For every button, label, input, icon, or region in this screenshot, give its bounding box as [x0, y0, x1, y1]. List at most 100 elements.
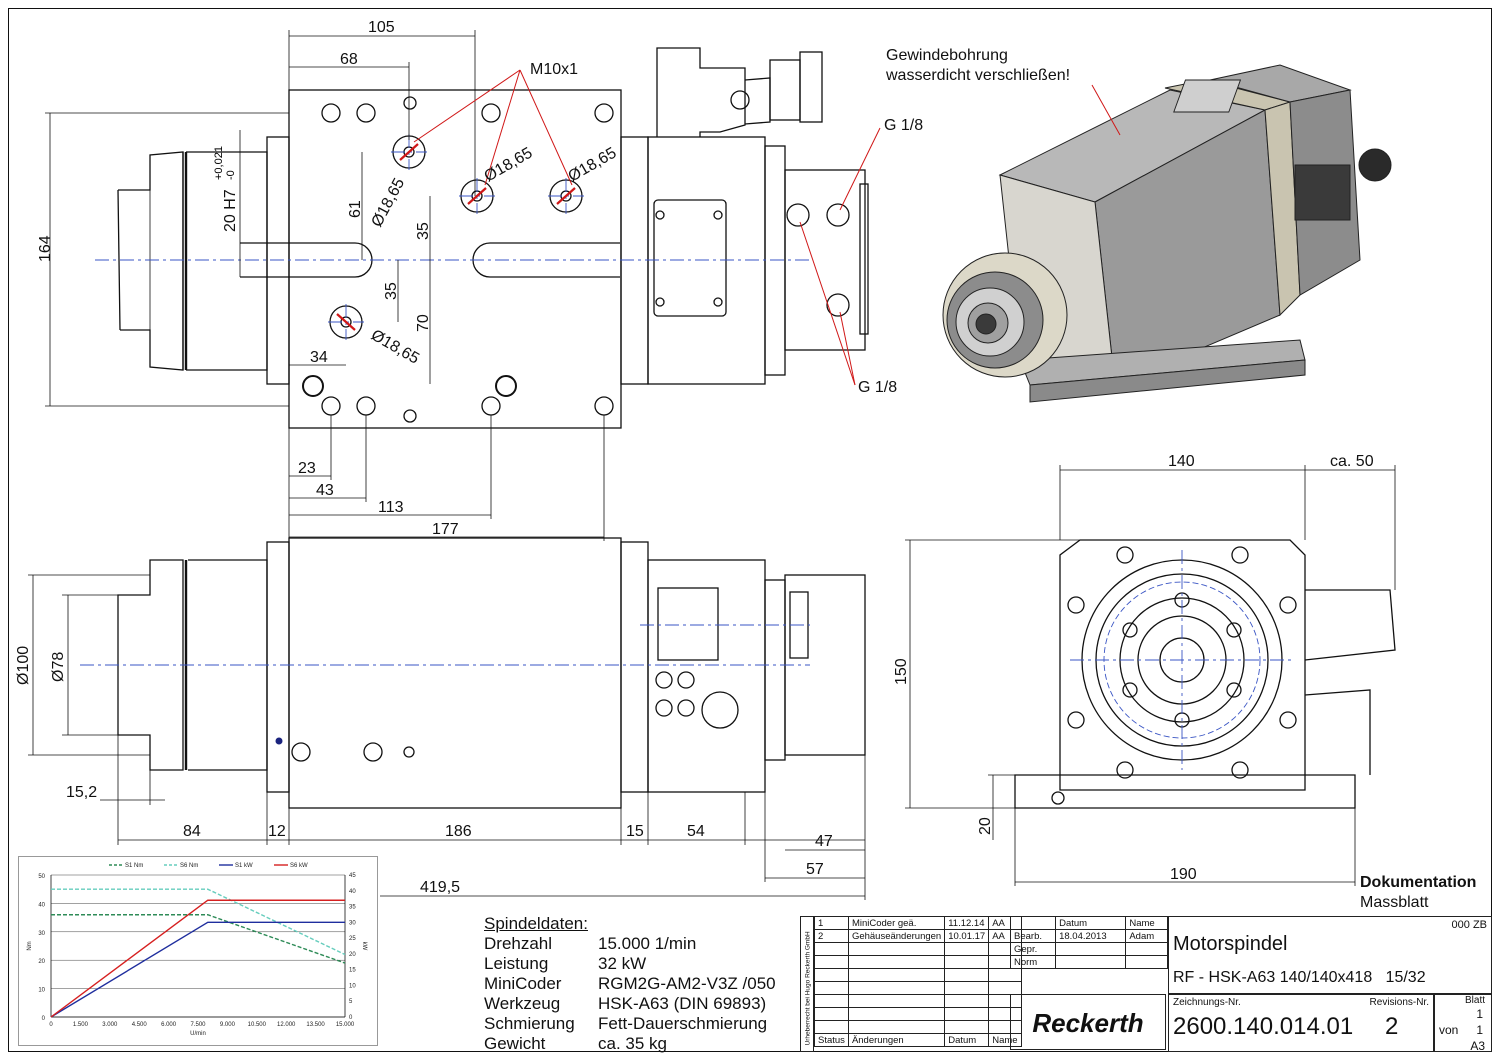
x-tick: 3.000 [102, 1022, 118, 1028]
dim-15-2: 15,2 [66, 784, 97, 801]
dim-d100: Ø100 [15, 646, 32, 685]
x-tick: 10.500 [248, 1022, 267, 1028]
company-name: Reckerth [1010, 994, 1166, 1050]
rev-text [847, 968, 946, 982]
spec-value: HSK-A63 (DIN 69893) [598, 994, 767, 1013]
rev-date [944, 981, 990, 995]
rev-text [847, 994, 946, 1008]
y-left-tick: 20 [38, 959, 45, 965]
y-right-tick: 5 [349, 999, 353, 1005]
doc-sub: Massblatt [1360, 894, 1429, 911]
spec-key: Werkzeug [484, 994, 561, 1013]
rev-text [847, 1020, 946, 1034]
x-tick: 1.500 [73, 1022, 89, 1028]
sig-name [1125, 955, 1168, 969]
of-label: von [1439, 1023, 1459, 1037]
dim-54: 54 [687, 823, 705, 840]
rev-no: 2 [1385, 1013, 1399, 1040]
rev-date [944, 1020, 990, 1034]
rev-header-cell: Datum [944, 1033, 990, 1047]
sig-label: Gepr. [1009, 942, 1057, 956]
rev-date [944, 994, 990, 1008]
y-left-tick: 40 [38, 902, 45, 908]
dim-ca-50: ca. 50 [1330, 453, 1374, 470]
spec-key: Leistung [484, 954, 549, 973]
dim-23: 23 [298, 460, 316, 477]
rev-index: 1 [814, 916, 849, 930]
legend-entry: S6 Nm [180, 863, 198, 869]
rev-header-cell: Name [988, 1033, 1022, 1047]
dim-61: 61 [347, 200, 364, 218]
doc-label: Dokumentation [1360, 874, 1477, 891]
legend-entry: S1 kW [235, 863, 253, 869]
hole-dia-label-1: Ø18,65 [369, 175, 409, 229]
format-label: A3 [1470, 1039, 1485, 1053]
rev-date [944, 942, 990, 956]
rev-no-label: Revisions-Nr. [1369, 997, 1429, 1008]
sig-label: Norm [1009, 955, 1057, 969]
sig-row: Norm [1009, 955, 1168, 969]
rev-date: 10.01.17 [944, 929, 990, 943]
y-right-tick: 20 [349, 952, 356, 958]
title-sub: RF - HSK-A63 140/140x418 15/32 [1173, 969, 1426, 986]
dim-47: 47 [815, 833, 833, 850]
sig-header-datum: Datum [1055, 916, 1127, 930]
sig-row: Gepr. [1009, 942, 1168, 956]
revision-row [814, 1007, 1022, 1021]
spec-value: ca. 35 kg [598, 1034, 667, 1053]
rev-header-cell: Änderungen [847, 1033, 946, 1047]
series-line-s1-kw [50, 921, 345, 1018]
rev-text: Gehäuseänderungen [847, 929, 946, 943]
iso-note-line2: wasserdicht verschließen! [885, 67, 1070, 84]
port-label-top: G 1/8 [884, 117, 923, 134]
dim-68: 68 [340, 51, 358, 68]
series-line-s1-nm [51, 914, 346, 964]
dim-43: 43 [316, 482, 334, 499]
copyright-text: Urheberrecht bei Hugo Reckerth GmbH [804, 931, 812, 1046]
code-label: 000 ZB [1451, 919, 1487, 931]
y-right-axis-label: kW [361, 942, 367, 951]
rev-index [814, 1007, 849, 1021]
hole-dia-label-4: Ø18,65 [368, 327, 422, 368]
y-right-tick: 45 [349, 873, 356, 879]
dim-35b: 35 [383, 282, 400, 300]
rev-index [814, 955, 849, 969]
dim-70: 70 [415, 314, 432, 332]
spec-key: Schmierung [484, 1014, 575, 1033]
rev-date [944, 1007, 990, 1021]
rev-index [814, 1020, 849, 1034]
spec-key: Drehzahl [484, 934, 553, 953]
rev-text: MiniCoder geä. [847, 916, 946, 930]
spec-value: 15.000 1/min [598, 934, 697, 953]
revision-row [814, 955, 1022, 969]
dim-35a: 35 [415, 222, 432, 240]
of-no: 1 [1476, 1023, 1483, 1037]
sig-name: Adam [1125, 929, 1168, 943]
rev-index [814, 942, 849, 956]
x-tick: 9.000 [220, 1022, 236, 1028]
revision-row [814, 968, 1022, 982]
y-right-tick: 30 [349, 920, 356, 926]
y-left-tick: 10 [38, 988, 45, 994]
rev-date [944, 968, 990, 982]
x-tick: 15.000 [336, 1022, 355, 1028]
y-right-tick: 10 [349, 983, 356, 989]
spec-title: Spindeldaten: [484, 914, 588, 933]
dim-164: 164 [37, 235, 54, 262]
dim-150: 150 [893, 658, 910, 685]
rev-text [847, 981, 946, 995]
spec-row: Werkzeug HSK-A63 (DIN 69893) [484, 994, 794, 1014]
y-right-tick: 40 [349, 889, 356, 895]
iso-note-line1: Gewindebohrung [886, 47, 1008, 64]
rev-text [847, 942, 946, 956]
rev-text [847, 1007, 946, 1021]
sig-datum [1055, 955, 1127, 969]
